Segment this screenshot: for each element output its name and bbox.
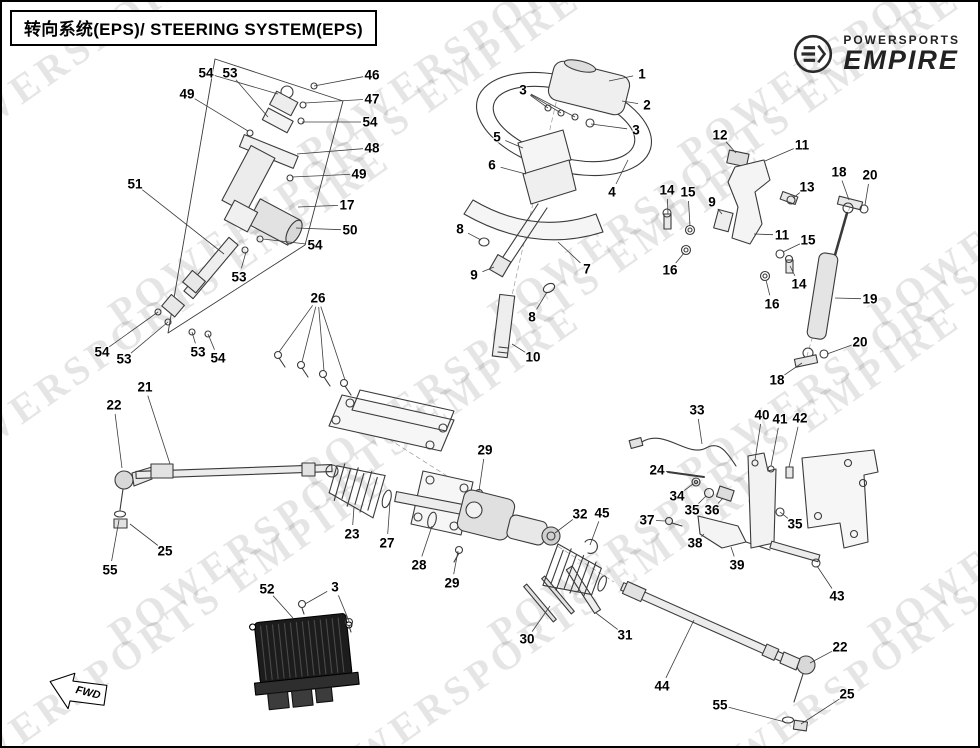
brand-name-bottom: EMPIRE	[843, 45, 959, 76]
support-bracket-assembly	[662, 149, 799, 282]
assembly-outline	[167, 58, 344, 334]
steering-shaft	[463, 129, 604, 359]
brand-emblem-icon	[794, 34, 833, 74]
steering-damper	[793, 195, 869, 368]
brand-text: POWERSPORTS EMPIRE	[843, 32, 960, 76]
steering-column-assembly	[154, 82, 318, 338]
shift-linkage-assembly	[628, 437, 879, 568]
parts-artwork: FWD	[49, 58, 879, 732]
eps-control-unit	[249, 613, 360, 711]
leader-lines	[109, 75, 869, 725]
fwd-label: FWD	[74, 684, 101, 702]
rack-housing	[394, 489, 602, 623]
mount-bracket	[273, 350, 455, 452]
right-tie-rod	[620, 580, 816, 732]
mount-screws	[273, 350, 352, 396]
page-title: 转向系统(EPS)/ STEERING SYSTEM(EPS)	[10, 10, 377, 46]
fwd-arrow: FWD	[49, 672, 108, 710]
steering-wheel	[475, 59, 653, 177]
left-tie-rod	[113, 462, 339, 529]
brand-logo: POWERSPORTS EMPIRE	[791, 32, 960, 76]
right-bellows	[542, 543, 607, 597]
left-bellows	[328, 463, 392, 519]
brand-name-top: POWERSPORTS	[843, 32, 960, 47]
